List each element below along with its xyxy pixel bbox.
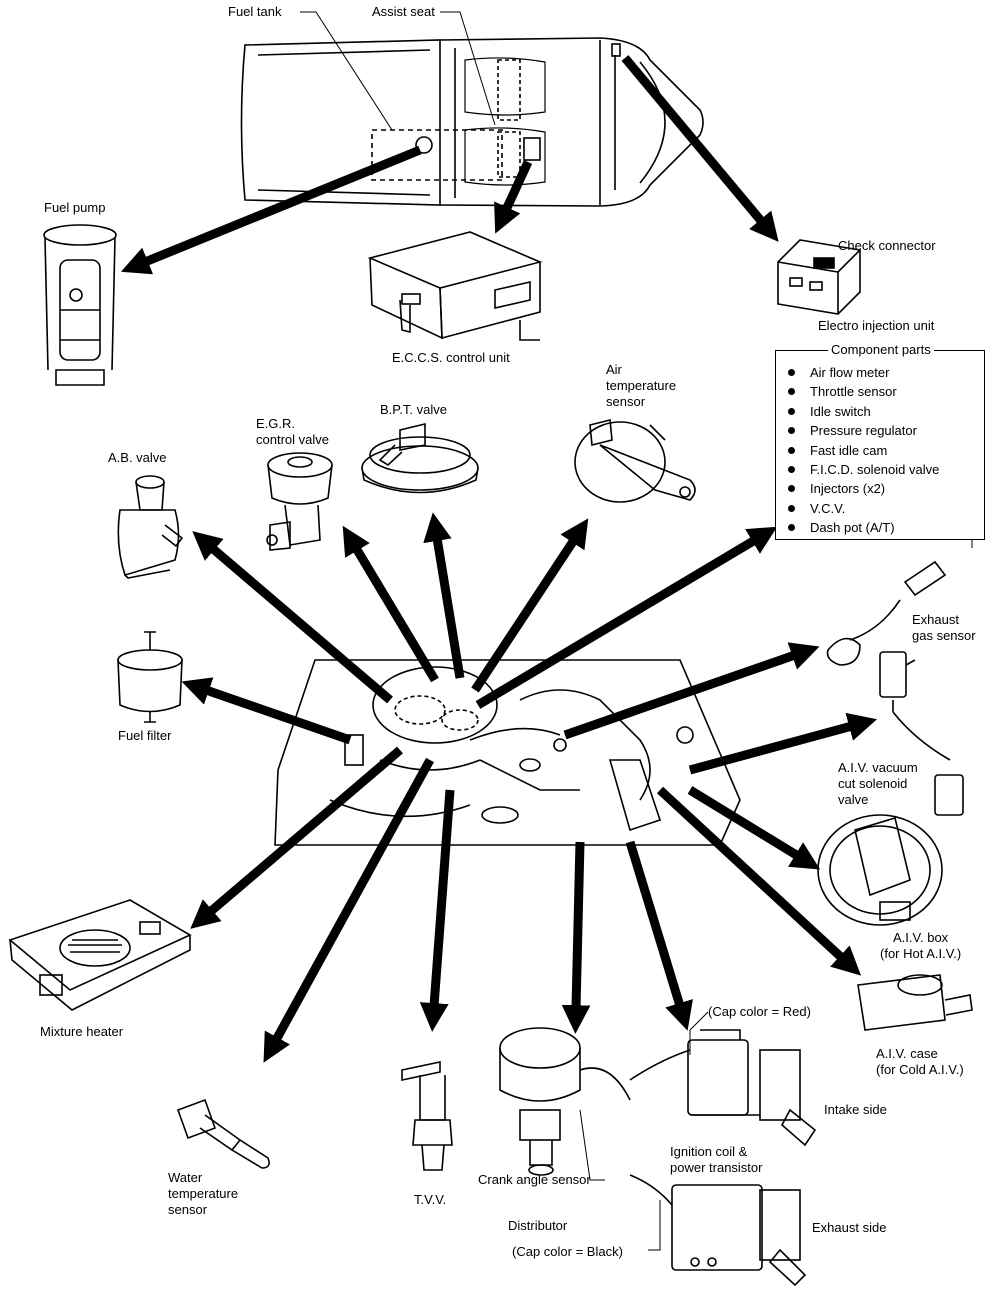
check-connector-illustration	[777, 239, 861, 315]
cap-color-red-label: (Cap color = Red)	[708, 1004, 811, 1019]
arrow-aiv-case	[656, 786, 862, 976]
tvv-label: T.V.V.	[414, 1192, 447, 1207]
air-temperature-sensor-label: Air temperature sensor	[606, 362, 677, 409]
aiv-case-illustration	[857, 974, 973, 1031]
fuel-filter-illustration	[117, 631, 183, 723]
bullet-icon	[788, 388, 795, 396]
arrow-eccs-control-unit	[494, 160, 533, 234]
arrow-ignition-coil	[625, 840, 693, 1031]
fuel-pump-illustration	[43, 224, 117, 386]
arrow-bpt-valve	[423, 512, 465, 679]
bullet-icon	[788, 466, 795, 474]
arrow-air-temperature-sensor	[471, 518, 589, 693]
list-item: Injectors (x2)	[776, 479, 939, 498]
aiv-box-label: A.I.V. box (for Hot A.I.V.)	[880, 930, 962, 961]
component-item-label: Fast idle cam	[810, 442, 888, 458]
component-item-label: F.I.C.D. solenoid valve	[810, 462, 940, 478]
arrow-fuel-pump	[120, 145, 422, 275]
pointer-arrows	[120, 55, 878, 1063]
bpt-valve-label: B.P.T. valve	[380, 402, 447, 417]
list-item: F.I.C.D. solenoid valve	[776, 460, 939, 479]
arrow-aiv-vacuum-cut-solenoid	[688, 712, 878, 775]
fuel-tank-leader	[300, 11, 393, 131]
component-item-label: Throttle sensor	[810, 384, 897, 400]
distributor-illustration	[499, 1027, 631, 1176]
arrow-mixture-heater	[190, 746, 403, 929]
ignition-coil-exhaust-illustration	[629, 1174, 807, 1287]
aiv-box-illustration	[817, 814, 943, 926]
aiv-case-label: A.I.V. case (for Cold A.I.V.)	[876, 1046, 964, 1077]
water-temperature-sensor-illustration	[176, 1098, 270, 1169]
list-item: Air flow meter	[776, 363, 939, 382]
arrow-check-connector	[621, 55, 779, 242]
component-parts-title: Component parts	[828, 342, 934, 358]
intake-side-label: Intake side	[824, 1102, 887, 1117]
crank-angle-sensor-label: Crank angle sensor	[478, 1172, 591, 1187]
electro-injection-unit-label: Electro injection unit	[818, 318, 935, 333]
arrow-component-parts	[475, 526, 778, 709]
crank-angle-leader	[579, 1109, 605, 1181]
list-item: Pressure regulator	[776, 421, 939, 440]
bullet-icon	[788, 485, 795, 493]
bullet-icon	[788, 504, 795, 512]
arrow-water-temperature-sensor	[263, 757, 434, 1063]
mixture-heater-label: Mixture heater	[40, 1024, 124, 1039]
distributor-label: Distributor	[508, 1218, 568, 1233]
assist-seat-label: Assist seat	[372, 4, 435, 19]
vehicle-top-view	[240, 37, 704, 207]
egr-control-valve-illustration	[266, 452, 333, 551]
arrow-distributor	[561, 841, 591, 1034]
component-item-label: Dash pot (A/T)	[810, 520, 895, 536]
bullet-icon	[788, 427, 795, 435]
arrow-exhaust-gas-sensor	[563, 642, 820, 740]
list-item: Idle switch	[776, 402, 939, 421]
ignition-coil-label: Ignition coil & power transistor	[670, 1144, 763, 1175]
mixture-heater-illustration	[8, 899, 192, 1011]
component-item-label: V.C.V.	[810, 500, 846, 516]
bpt-valve-illustration	[361, 422, 479, 494]
ab-valve-label: A.B. valve	[108, 450, 167, 465]
list-item: Throttle sensor	[776, 382, 939, 401]
assist-seat-leader	[440, 11, 496, 126]
fuel-pump-label: Fuel pump	[44, 200, 106, 215]
component-item-label: Injectors (x2)	[810, 481, 886, 497]
component-item-label: Idle switch	[810, 403, 871, 419]
aiv-vacuum-cut-solenoid-valve-label: A.I.V. vacuum cut solenoid valve	[838, 760, 918, 807]
exhaust-side-label: Exhaust side	[812, 1220, 887, 1235]
component-item-label: Pressure regulator	[810, 423, 917, 439]
component-item-label: Air flow meter	[810, 365, 890, 380]
aiv-vacuum-cut-solenoid-valve-illustration	[879, 651, 964, 816]
arrow-tvv	[419, 789, 455, 1032]
cap-color-black-label: (Cap color = Black)	[512, 1244, 623, 1259]
fuel-tank-label: Fuel tank	[228, 4, 282, 19]
tvv-illustration	[401, 1061, 453, 1171]
arrow-aiv-box	[687, 786, 821, 870]
arrow-fuel-filter	[181, 677, 352, 745]
bullet-icon	[788, 369, 795, 376]
eccs-control-unit-label: E.C.C.S. control unit	[392, 350, 510, 365]
cap-color-black-leader	[648, 1200, 661, 1251]
bullet-icon	[788, 524, 795, 532]
exhaust-gas-sensor-label: Exhaust gas sensor	[912, 612, 976, 643]
cap-color-red-leader	[689, 1011, 709, 1055]
ab-valve-illustration	[117, 475, 184, 579]
arrow-ab-valve	[192, 531, 393, 704]
bullet-icon	[788, 407, 795, 415]
list-item: Fast idle cam	[776, 441, 939, 460]
bullet-icon	[788, 446, 795, 454]
component-parts-list: Air flow meter Throttle sensor Idle swit…	[776, 363, 939, 538]
water-temperature-sensor-label: Water temperature sensor	[168, 1170, 239, 1217]
component-parts-box: Component parts Air flow meter Throttle …	[775, 342, 985, 540]
list-item: V.C.V.	[776, 499, 939, 518]
egr-control-valve-label: E.G.R. control valve	[256, 416, 329, 447]
exhaust-gas-sensor-illustration	[826, 560, 947, 666]
ignition-coil-intake-illustration	[629, 1029, 817, 1147]
eccs-control-unit-illustration	[367, 231, 543, 341]
air-temperature-sensor-illustration	[574, 418, 696, 503]
list-item: Dash pot (A/T)	[776, 518, 939, 537]
fuel-filter-label: Fuel filter	[118, 728, 172, 743]
check-connector-label: Check connector	[838, 238, 936, 253]
arrow-egr-control-valve	[342, 525, 439, 683]
